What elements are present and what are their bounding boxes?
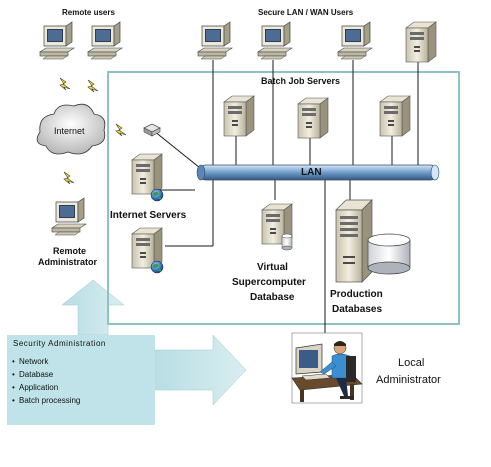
- lan-user-pc-icon: [337, 21, 373, 60]
- lightning-bolt-icon: [63, 171, 75, 185]
- security-admin-list: • Network • Database • Application • Bat…: [12, 357, 80, 405]
- lan-user-workstation-icon: [405, 21, 437, 63]
- svg-text:•: •: [12, 396, 15, 405]
- lightning-bolt-icon: [59, 77, 71, 91]
- virtual-database-cylinder-icon: [281, 233, 293, 251]
- remote-administrator-label-line1: Remote: [53, 246, 86, 256]
- batch-job-server-icon: [297, 97, 329, 139]
- virtual-db-label-line3: Database: [250, 292, 295, 303]
- local-administrator-illustration: [291, 332, 363, 404]
- virtual-db-label-line1: Virtual: [257, 262, 288, 273]
- production-server-icon: [335, 199, 373, 283]
- production-database-cylinder-icon: [367, 233, 411, 275]
- secure-lan-wan-users-label: Secure LAN / WAN Users: [258, 8, 354, 17]
- globe-icon: [150, 260, 164, 274]
- lan-user-pc-icon: [257, 21, 293, 60]
- production-db-label-line1: Production: [330, 289, 383, 300]
- internet-servers-label: Internet Servers: [110, 210, 187, 221]
- globe-icon: [150, 188, 164, 202]
- internet-label: Internet: [54, 126, 85, 136]
- remote-user-pc-icon: [87, 21, 123, 60]
- batch-job-server-icon: [379, 95, 411, 137]
- router-icon: [143, 123, 161, 137]
- security-admin-item: Batch processing: [19, 396, 80, 405]
- internet-cloud: [36, 103, 106, 155]
- security-right-arrow: [149, 334, 247, 406]
- remote-administrator-pc-icon: [51, 197, 87, 236]
- lightning-bolt-icon: [115, 123, 127, 137]
- virtual-db-label-line2: Supercomputer: [232, 277, 306, 288]
- local-administrator-label-line2: Administrator: [376, 374, 441, 386]
- production-db-label-line2: Databases: [332, 304, 382, 315]
- security-admin-item: Network: [19, 357, 49, 366]
- security-box: [7, 335, 155, 425]
- security-admin-item: Database: [19, 370, 54, 379]
- lan-label: LAN: [301, 167, 322, 178]
- security-admin-item: Application: [19, 383, 58, 392]
- svg-text:•: •: [12, 357, 15, 366]
- svg-text:•: •: [12, 383, 15, 392]
- remote-administrator-label-line2: Administrator: [38, 257, 98, 267]
- batch-job-server-icon: [223, 95, 255, 137]
- security-up-arrow: [61, 279, 125, 336]
- lightning-bolt-icon: [87, 79, 99, 93]
- lan-backbone: [196, 164, 440, 181]
- enterprise-boundary: [107, 71, 460, 325]
- local-administrator-label-line1: Local: [398, 357, 424, 369]
- remote-users-label: Remote users: [62, 8, 115, 17]
- internet-server-icon: [131, 153, 163, 195]
- svg-text:•: •: [12, 370, 15, 379]
- security-admin-title: Security Administration: [13, 339, 106, 348]
- remote-user-pc-icon: [39, 21, 75, 60]
- batch-job-servers-label: Batch Job Servers: [261, 76, 340, 86]
- lan-user-pc-icon: [197, 21, 233, 60]
